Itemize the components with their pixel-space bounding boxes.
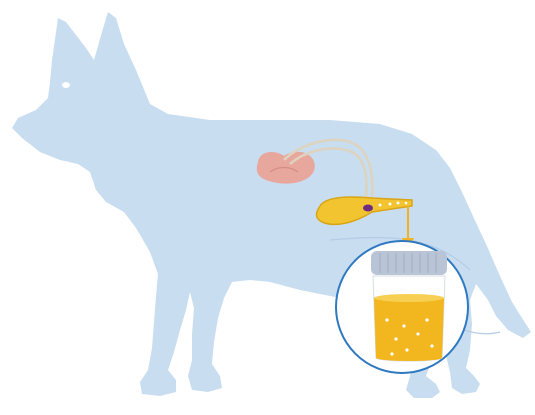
urine-sample — [374, 298, 444, 361]
kidney-icon — [257, 152, 315, 184]
specimen-cup-icon — [336, 241, 468, 373]
dog-eye — [62, 82, 70, 88]
